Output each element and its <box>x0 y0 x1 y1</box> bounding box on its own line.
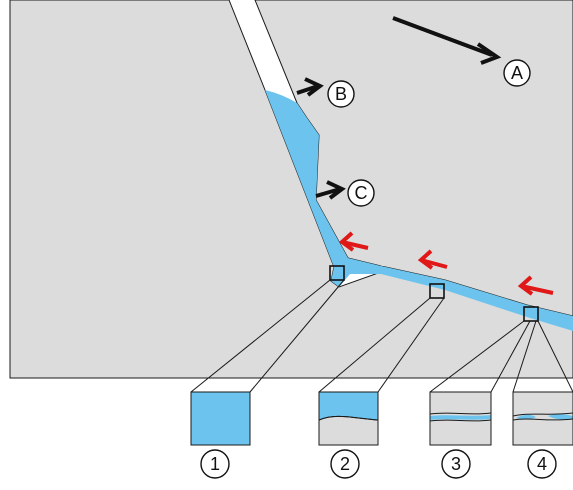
zone-2-marker <box>429 283 445 299</box>
arrow-c-shaft <box>315 187 341 198</box>
zone-1-label: 1 <box>210 454 220 474</box>
callout-b: B <box>327 80 355 108</box>
zone-3-marker <box>523 306 539 322</box>
callout-c-label: C <box>355 183 368 203</box>
flow-arrow-icon <box>517 275 554 296</box>
zone-1-inset <box>190 391 251 446</box>
arrow-a-shaft <box>392 16 493 57</box>
material-block <box>9 0 573 379</box>
leader-lines <box>190 279 573 393</box>
arrow-b-head <box>304 77 324 97</box>
zone-4-label: 4 <box>537 454 547 474</box>
zone-4-inset <box>513 392 573 445</box>
callout-arrows <box>296 16 502 200</box>
zone-1-badge: 1 <box>200 449 230 479</box>
callout-b-label: B <box>335 84 347 104</box>
arrow-b-shaft <box>296 84 319 95</box>
zone-4-frame <box>512 391 573 446</box>
zone-2-badge: 2 <box>330 449 360 479</box>
zone-1-marker <box>329 265 345 281</box>
zone-3-frame <box>429 391 492 446</box>
zone-2-label: 2 <box>340 454 350 474</box>
flow-arrows <box>338 231 554 296</box>
zone-3-badge: 3 <box>441 449 471 479</box>
zone-2-inset <box>319 392 378 445</box>
zone-4-badge: 4 <box>527 449 557 479</box>
callout-a-label: A <box>511 63 523 83</box>
arrow-a-head <box>476 42 502 65</box>
fluid-layer <box>265 90 573 331</box>
zone-3-inset <box>430 392 491 445</box>
flow-arrow-icon <box>417 249 448 270</box>
zone-markers <box>329 265 539 322</box>
callout-c: C <box>347 179 375 207</box>
zone-2-frame <box>318 391 379 446</box>
arrow-c-head <box>326 180 346 200</box>
zone-3-label: 3 <box>451 454 461 474</box>
callout-a: A <box>503 59 531 87</box>
flow-arrow-icon <box>338 231 369 252</box>
